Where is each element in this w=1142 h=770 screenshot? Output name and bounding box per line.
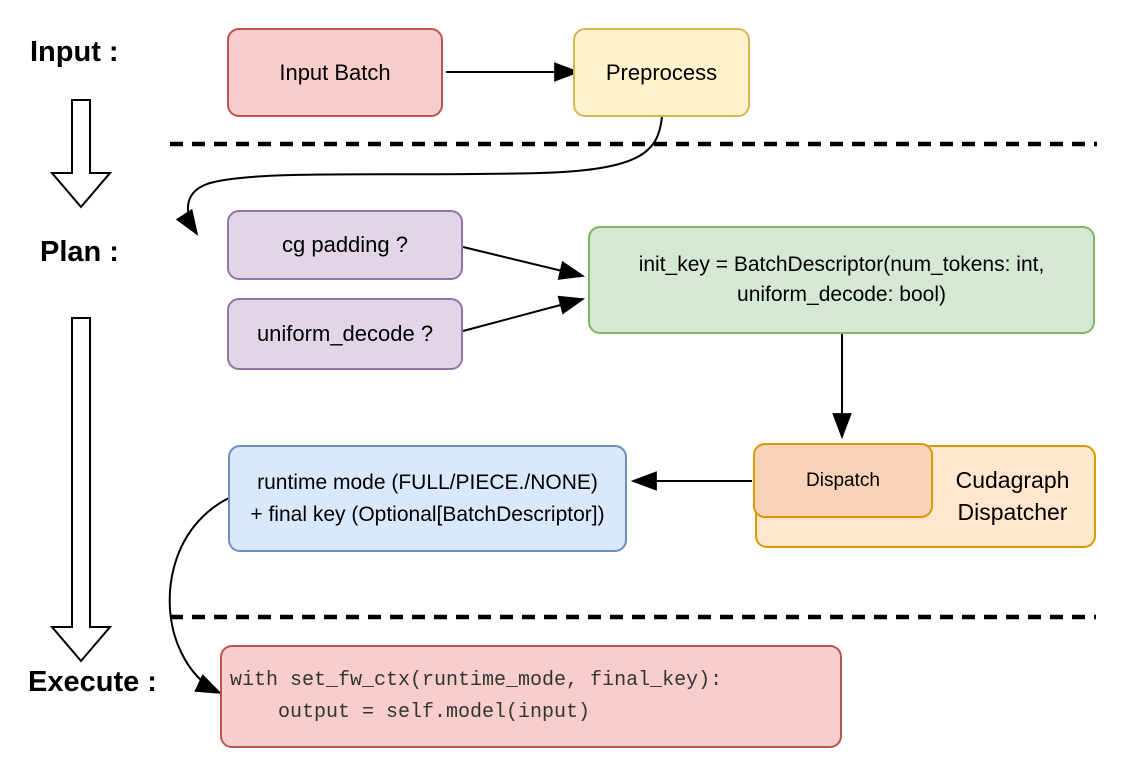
node-init-key-line1: init_key = BatchDescriptor(num_tokens: i… (638, 253, 1045, 277)
node-runtime-result-line2: + final key (Optional[BatchDescriptor]) (250, 502, 605, 526)
stage-label-input: Input : (30, 36, 119, 68)
edge-cgpadding-initkey (462, 246, 586, 280)
node-preprocess: Preprocess (573, 28, 750, 117)
edge-runtime-execute (168, 496, 232, 694)
plan-to-execute-arrow (49, 317, 113, 663)
node-cudagraph-dispatcher-line1: Cudagraph (955, 466, 1070, 493)
node-cg-padding-label: cg padding ? (282, 232, 408, 258)
node-dispatch-label: Dispatch (806, 469, 880, 491)
node-input-batch: Input Batch (227, 28, 443, 117)
node-runtime-result-line1: runtime mode (FULL/PIECE./NONE) (257, 471, 598, 494)
node-execute-code-line1: with set_fw_ctx(runtime_mode, final_key)… (230, 668, 723, 692)
node-dispatch: Dispatch (753, 443, 933, 518)
node-cudagraph-dispatcher-line2: Dispatcher (957, 498, 1068, 525)
node-init-key-line2: uniform_decode: bool) (737, 283, 946, 306)
stage-label-execute: Execute : (28, 666, 157, 698)
node-preprocess-label: Preprocess (605, 59, 718, 85)
node-uniform-decode-label: uniform_decode ? (256, 321, 434, 347)
node-uniform-decode: uniform_decode ? (227, 298, 463, 370)
node-cg-padding: cg padding ? (227, 210, 463, 280)
node-execute-code: with set_fw_ctx(runtime_mode, final_key)… (220, 645, 842, 748)
stage-label-plan: Plan : (40, 236, 119, 268)
node-init-key: init_key = BatchDescriptor(num_tokens: i… (588, 226, 1095, 334)
node-runtime-result: runtime mode (FULL/PIECE./NONE) + final … (228, 445, 627, 552)
edge-uniformdecode-initkey (462, 295, 586, 332)
edge-preprocess-cgpadding (175, 116, 663, 236)
node-input-batch-label: Input Batch (279, 59, 391, 85)
node-cudagraph-dispatcher-label: Cudagraph Dispatcher (931, 465, 1094, 528)
node-execute-code-line2: output = self.model(input) (230, 700, 591, 724)
input-to-plan-arrow (49, 99, 113, 209)
